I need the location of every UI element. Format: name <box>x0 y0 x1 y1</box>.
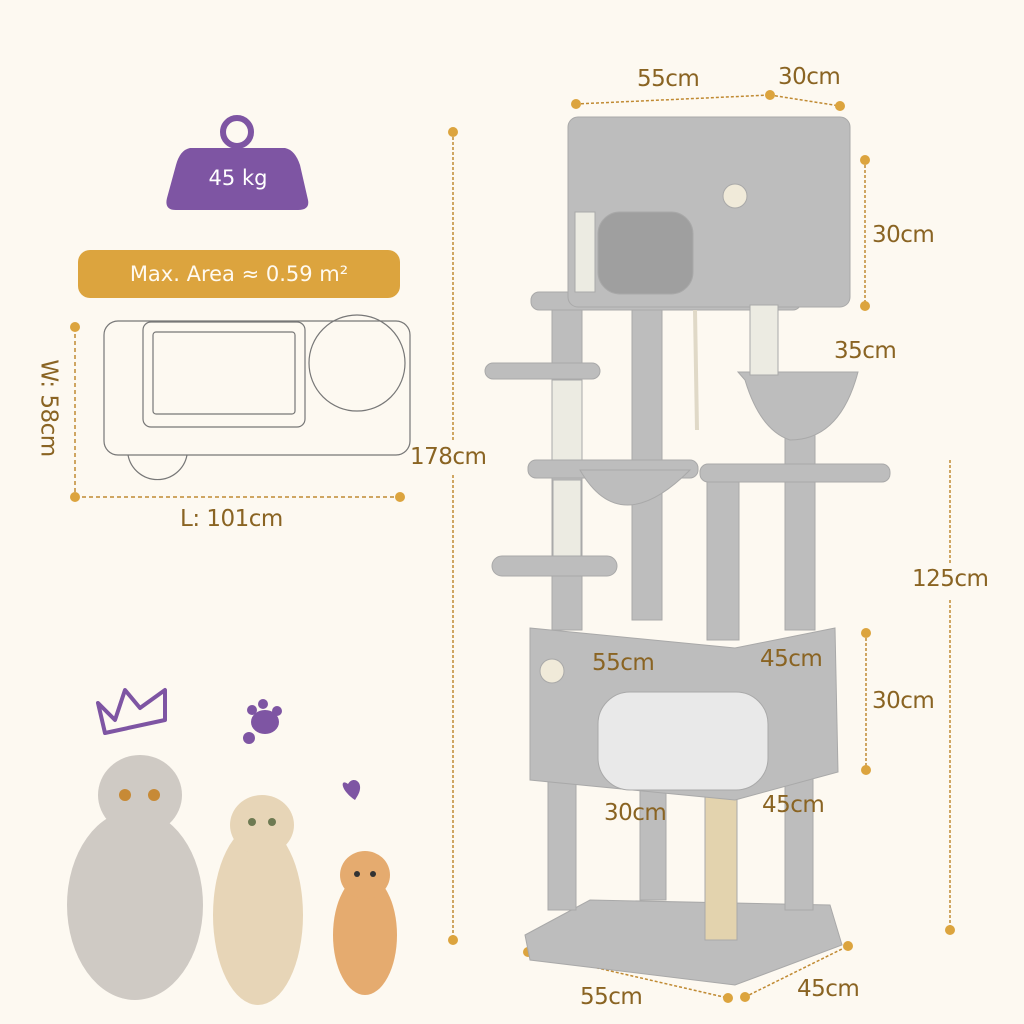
base-depth-label: 45cm <box>797 976 860 1002</box>
paw-icon <box>243 699 282 744</box>
lower-condo-height-label: 30cm <box>872 688 935 714</box>
weight-capacity-text: 45 kg <box>208 166 268 190</box>
footprint-width-label: W: 58cm <box>35 359 62 457</box>
lower-condo-bottom-right-label: 45cm <box>762 792 825 818</box>
cat-orange-kitten <box>333 851 397 995</box>
weight-capacity-badge: 45 kg <box>165 108 311 212</box>
cat-tree <box>484 116 891 986</box>
top-condo-height-label: 30cm <box>872 222 935 248</box>
cat-cream <box>213 795 303 1005</box>
total-height-label: 178cm <box>410 444 487 470</box>
footprint-diagram <box>103 314 411 481</box>
base-width-label: 55cm <box>580 984 643 1010</box>
max-area-badge: Max. Area ≈ 0.59 m² <box>78 250 400 298</box>
top-condo-width-label: 55cm <box>637 66 700 92</box>
basket-diameter-label: 35cm <box>834 338 897 364</box>
platform-height-label: 125cm <box>912 566 989 592</box>
cat-gray <box>67 755 203 1000</box>
lower-condo-width-label: 55cm <box>592 650 655 676</box>
lower-condo-depth-label: 45cm <box>760 646 823 672</box>
crown-icon <box>96 688 167 735</box>
weight-icon <box>166 115 309 210</box>
lower-condo-bottom-left-label: 30cm <box>604 800 667 826</box>
top-condo-depth-label: 30cm <box>778 64 841 90</box>
heart-icon <box>342 779 361 800</box>
footprint-dimension-lines <box>74 327 400 498</box>
footprint-length-label: L: 101cm <box>180 506 283 532</box>
